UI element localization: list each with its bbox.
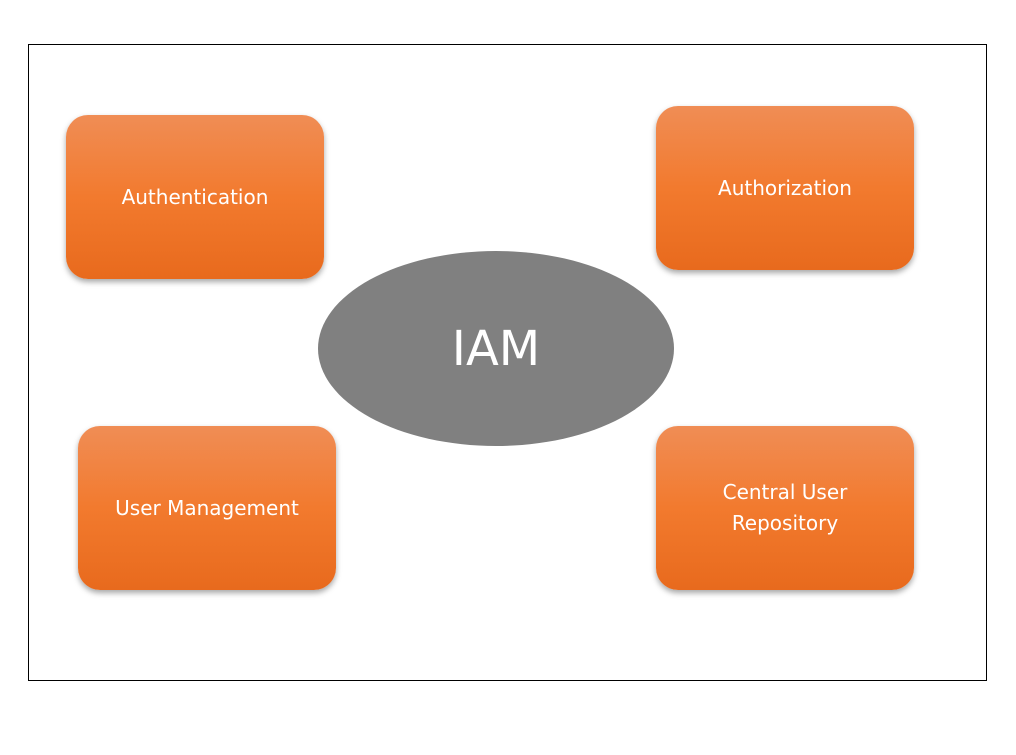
user-management-label: User Management — [115, 495, 299, 520]
user-management-box: User Management — [78, 426, 336, 590]
authorization-box: Authorization — [656, 106, 914, 270]
authentication-box: Authentication — [66, 115, 324, 279]
authentication-label: Authentication — [121, 184, 269, 209]
authorization-label: Authorization — [718, 175, 852, 200]
iam-label: IAM — [451, 320, 541, 377]
central-user-repository-label: Central User Repository — [722, 480, 848, 535]
iam-ellipse: IAM — [318, 251, 674, 446]
central-user-repository-box: Central User Repository — [656, 426, 914, 590]
